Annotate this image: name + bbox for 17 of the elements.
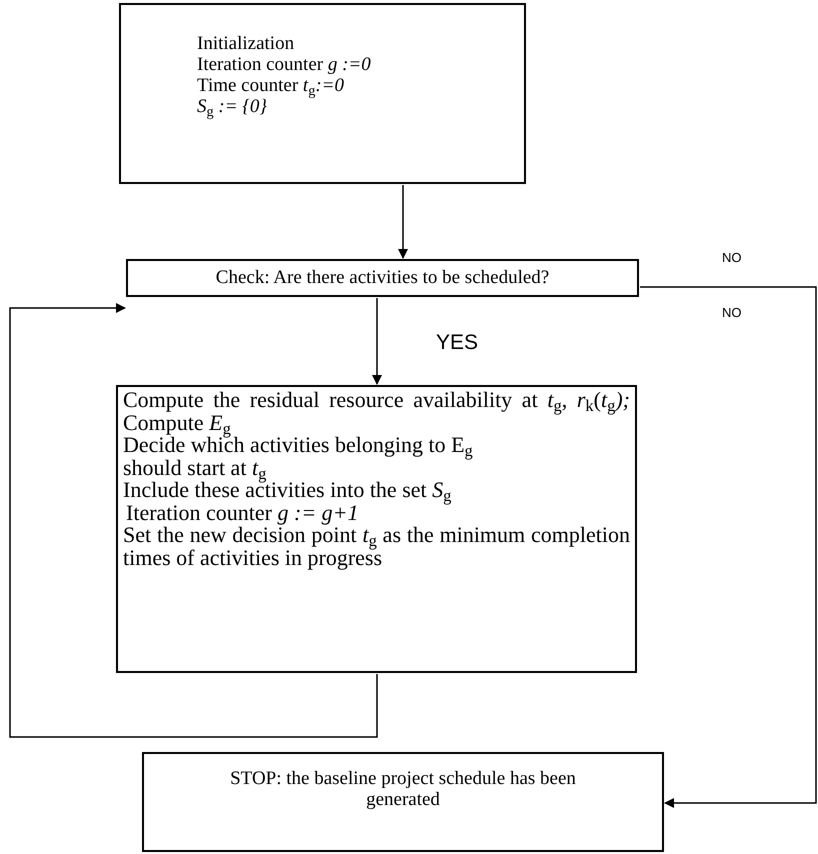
branch-label: NO <box>722 304 742 322</box>
box-text: Iteration counter g :=0 <box>197 54 372 75</box>
box-text: S$_{g}$ := {0} <box>197 96 268 117</box>
process-box <box>142 752 664 852</box>
box-text: STOP: the baseline project schedule has been generated <box>229 768 577 810</box>
arrow <box>398 185 408 259</box>
box-text: Time counter t$_{g}$:=0 <box>197 75 345 96</box>
arrow <box>372 298 382 385</box>
box-text: Set the new decision point t$_{g}$ as the minimum completion times of activities in progress <box>123 524 630 569</box>
process-box <box>126 259 639 297</box>
process-box <box>116 385 637 673</box>
process-box <box>119 3 526 184</box>
box-text: Initialization <box>197 33 296 54</box>
box-text: Iteration counter g := g+1 <box>125 502 360 524</box>
box-text: Check: Are there activities to be scheduled? <box>216 266 550 290</box>
arrow <box>640 286 817 808</box>
arrow <box>9 303 378 738</box>
